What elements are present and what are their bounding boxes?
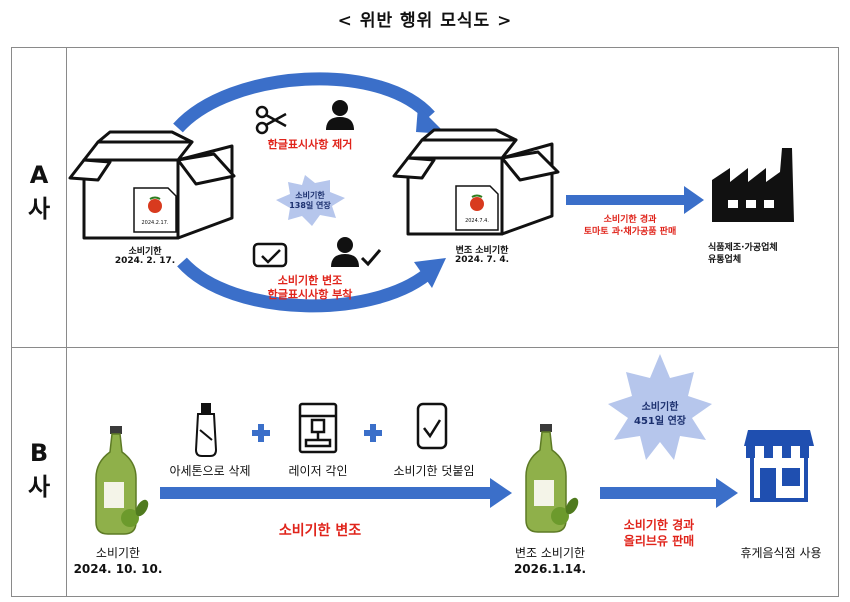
new-box-label: 변조 소비기한 [455,246,509,256]
b-new-label: 변조 소비기한 [514,546,586,560]
scissors-icon [255,105,287,135]
person-check-icon [331,237,382,267]
store-label: 휴게음식점 사용 [740,546,822,560]
top-caption: 한글표시사항 제거 [267,138,353,151]
checkbox-icon [252,242,288,268]
original-doc-icon [133,187,177,233]
starburst-b-line1: 소비기한 [641,402,679,413]
row-a-arrow-caption-line2: 토마토 과·채가공품 판매 [583,227,677,237]
bottom-caption-line1: 소비기한 변조 [277,274,343,287]
factory-line1: 식품제조·가공업체 [708,243,778,253]
diagram-frame [11,47,839,597]
plus-icon-1 [252,424,270,442]
starburst-a-shape [276,175,345,226]
top-curved-arrow [173,72,435,133]
step-laser-label: 레이저 각인 [288,464,348,478]
acetone-bottle-icon [194,403,218,457]
row-divider [11,347,839,348]
row-b-letter: B [29,439,49,467]
row-b-main-arrow-head [490,478,512,508]
b-main-caption: 소비기한 변조 [278,523,362,539]
new-box-icon [392,128,560,236]
person-icon [326,100,354,130]
store-icon [744,430,814,502]
b-new-date: 2026.1.14. [513,562,587,576]
bottom-curved-arrow [177,257,437,313]
row-a-straight-arrow-head [684,186,704,214]
row-b-label: B 사 [11,436,67,504]
row-a-label: A 사 [11,158,67,226]
orig-olive-bottle-icon [95,426,149,535]
b-arrow-caption-line1: 소비기한 경과 [623,518,695,532]
row-b-store-arrow [600,487,718,499]
row-a-letter: A [29,161,49,189]
new-doc-date: 2024.7.4. [465,218,489,224]
new-box-date: 2024. 7. 4. [454,255,510,265]
starburst-b-shape [608,354,712,460]
laser-engraver-icon [298,402,338,454]
row-b-store-arrow-head [716,478,738,508]
row-label-column [11,47,67,597]
starburst-a-line1: 소비기한 [295,191,325,200]
starburst-b-line2: 451일 연장 [634,416,686,427]
row-a-straight-arrow [566,195,686,205]
orig-box-label: 소비기한 [128,247,162,257]
new-doc-icon [455,185,499,231]
plus-icon-2 [364,424,382,442]
b-orig-label: 소비기한 [95,546,141,560]
b-arrow-caption-line2: 올리브유 판매 [623,534,695,548]
orig-doc-date: 2024.2.17. [141,220,169,226]
b-orig-date: 2024. 10. 10. [73,562,163,576]
bottom-curved-arrow-head [414,258,446,288]
starburst-a-line2: 138일 연장 [289,201,331,210]
top-curved-arrow-head [416,106,446,134]
page-title: < 위반 행위 모식도 > [337,11,513,31]
new-olive-bottle-icon [525,424,579,533]
factory-line2: 유통업체 [708,255,742,265]
row-a-company: 사 [27,195,51,223]
step-acetone-label: 아세톤으로 삭제 [169,464,251,478]
orig-box-date: 2024. 2. 17. [114,256,176,266]
row-a-arrow-caption-line1: 소비기한 경과 [603,215,657,225]
step-attach-label: 소비기한 덧붙임 [393,464,475,478]
sticker-icon [416,402,448,450]
factory-icon [712,148,794,222]
row-b-main-arrow [160,487,492,499]
row-b-company: 사 [27,473,51,501]
bottom-caption-line2: 한글표시사항 부착 [267,288,353,301]
